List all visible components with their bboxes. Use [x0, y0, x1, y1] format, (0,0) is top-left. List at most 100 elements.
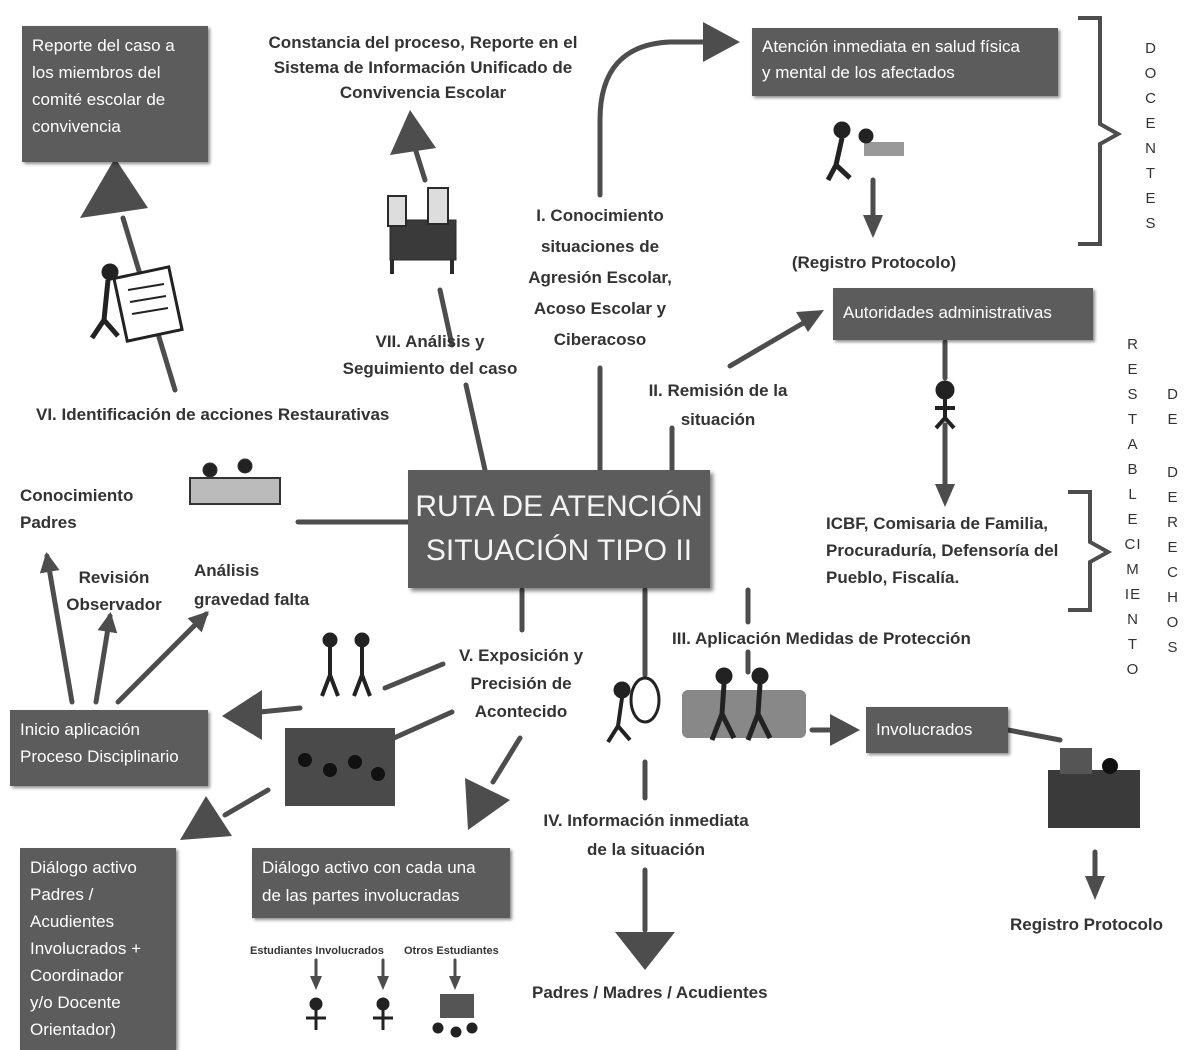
otros-estudiantes-label: Otros Estudiantes: [404, 945, 499, 957]
line-remision: [727, 319, 808, 369]
dialogo-partes-line-2: de las partes involucradas: [262, 886, 460, 905]
registro-protocolo-top-label: (Registro Protocolo): [791, 253, 957, 272]
arrow-head-constancia: [390, 110, 436, 155]
reporte-box: Reporte del caso a los miembros del comi…: [22, 26, 208, 162]
conocimiento-line-2: situaciones de: [540, 237, 660, 256]
arrow-head-autoridades: [796, 310, 824, 332]
students-icons: [306, 994, 478, 1038]
analisis-gravedad-label: Análisis gravedad falta: [194, 556, 324, 614]
dialogo-padres-line-5: Coordinador: [30, 966, 124, 985]
informacion-inmediata-label: IV. Información inmediata de la situació…: [524, 806, 768, 864]
dialogo-padres-line-2: Padres /: [30, 885, 94, 904]
docentes-vertical-label: DOCENTES: [1144, 40, 1158, 232]
dialogo-partes-line-1: Diálogo activo con cada una: [262, 858, 476, 877]
bed-scene-icon: [189, 458, 281, 505]
phone-call-icon: [606, 676, 661, 744]
conocimiento-padres-label: Conocimiento Padres: [20, 482, 150, 536]
analisis-gravedad-line-2: gravedad falta: [194, 590, 310, 609]
sofa-dancing-icon: [682, 667, 806, 741]
atencion-line-1: Atención inmediata en salud física: [762, 37, 1020, 56]
arrow-head-reporte: [80, 158, 148, 218]
line-exposicion-2: [382, 709, 455, 745]
remision-label: II. Remisión de la situación: [636, 376, 800, 434]
analisis-seguimiento-line-1: VII. Análisis y: [375, 332, 485, 351]
arrow-head-padres: [615, 932, 675, 970]
icbf-line-3: Pueblo, Fiscalía.: [826, 568, 960, 587]
arrow-to-atencion: [597, 39, 708, 198]
clipboard-figure-icon: [89, 263, 184, 343]
aplicacion-medidas-label: III. Aplicación Medidas de Protección: [672, 629, 971, 648]
arrow-head-registro-bottom: [1085, 876, 1105, 900]
constancia-line-3: Convivencia Escolar: [339, 83, 507, 102]
involucrados-label: Involucrados: [876, 720, 973, 739]
doctor-patient-icon: [825, 121, 904, 182]
line-to-inicio: [257, 705, 303, 715]
bracket-docentes: [1078, 16, 1123, 246]
dialogo-padres-line-3: Acudientes: [30, 912, 115, 931]
line-inicio-to-conocimiento: [39, 552, 75, 705]
line-exposicion-1: [382, 661, 446, 691]
informacion-inmediata-line-2: de la situación: [586, 840, 706, 859]
analisis-gravedad-line-1: Análisis: [194, 561, 260, 580]
center-title-line-1: RUTA DE ATENCIÓN: [415, 490, 703, 523]
padres-madres-label: Padres / Madres / Acudientes: [532, 983, 768, 1002]
informacion-inmediata-line-1: IV. Información inmediata: [543, 811, 749, 830]
analisis-seguimiento-line-2: Seguimiento del caso: [342, 359, 518, 378]
computer-desk-icon: [1048, 748, 1140, 828]
line-inicio-to-revision: [93, 612, 118, 705]
dialogo-partes-box: Diálogo activo con cada una de las parte…: [252, 848, 510, 918]
dialogo-padres-line-6: y/o Docente: [30, 993, 121, 1012]
icbf-label: ICBF, Comisaria de Familia, Procuraduría…: [826, 510, 1076, 591]
exposicion-label: V. Exposición y Precisión de Acontecido: [446, 642, 596, 726]
reporte-line-2: los miembros del: [32, 63, 161, 82]
icbf-line-1: ICBF, Comisaria de Familia,: [826, 514, 1049, 533]
dialogo-padres-line-7: Orientador): [30, 1020, 116, 1039]
de-vertical-label: DE: [1167, 386, 1179, 428]
line-to-dialogo-partes: [490, 735, 523, 785]
conocimiento-situaciones-label: I. Conocimiento situaciones de Agresión …: [506, 200, 694, 355]
line-inicio-to-analisis: [115, 611, 209, 705]
exposicion-line-3: Acontecido: [474, 702, 568, 721]
revision-line-1: Revisión: [78, 568, 150, 587]
two-people-talking-icon: [320, 632, 372, 697]
conocimiento-line-5: Ciberacoso: [553, 330, 647, 349]
constancia-line-2: Sistema de Información Unificado de: [273, 58, 573, 77]
line-analisis-to-desk: [437, 287, 455, 348]
inicio-line-2: Proceso Disciplinario: [20, 747, 179, 766]
identificacion-label: VI. Identificación de acciones Restaurat…: [36, 405, 390, 424]
autoridades-box: Autoridades administrativas: [833, 288, 1093, 340]
arrow-head-atencion: [703, 22, 740, 62]
restablecimiento-vertical-label: RESTABLECIMIENTO: [1124, 336, 1142, 678]
involucrados-box: Involucrados: [866, 707, 1008, 753]
arrow-head-involucrados: [830, 714, 860, 746]
group-crowd-icon: [285, 728, 395, 806]
arrow-head-dialogo-partes: [465, 778, 510, 830]
revision-label: Revisión Observador: [56, 564, 172, 618]
remision-line-2: situación: [680, 410, 756, 429]
center-title-line-2: SITUACIÓN TIPO II: [425, 534, 693, 567]
arrow-head-registro-top: [863, 215, 883, 238]
inicio-line-1: Inicio aplicación: [20, 720, 141, 739]
remision-line-1: II. Remisión de la: [648, 381, 788, 400]
dialogo-padres-line-4: Involucrados +: [30, 939, 142, 958]
autoridades-label: Autoridades administrativas: [843, 303, 1052, 322]
atencion-line-2: y mental de los afectados: [762, 63, 955, 82]
line-center-to-analisis: [463, 382, 488, 473]
inicio-box: Inicio aplicación Proceso Disciplinario: [10, 710, 208, 786]
estudiantes-involucrados-label: Estudiantes Involucrados: [250, 945, 384, 957]
exposicion-line-2: Precisión de: [470, 674, 572, 693]
arrow-head-inicio: [222, 690, 262, 740]
analisis-seguimiento-label: VII. Análisis y Seguimiento del caso: [332, 328, 528, 382]
conocimiento-line-4: Acoso Escolar y: [533, 299, 667, 318]
dialogo-padres-box: Diálogo activo Padres / Acudientes Invol…: [20, 848, 176, 1050]
bracket-icbf: [1068, 490, 1113, 612]
constancia-label: Constancia del proceso, Reporte en el Si…: [258, 30, 588, 105]
atencion-box: Atención inmediata en salud física y men…: [752, 28, 1058, 96]
arrow-head-icbf: [935, 484, 955, 507]
reporte-line-3: comité escolar de: [32, 90, 166, 109]
exposicion-line-1: V. Exposición y: [458, 646, 584, 665]
conocimiento-padres-line-1: Conocimiento: [20, 486, 134, 505]
constancia-line-1: Constancia del proceso, Reporte en el: [268, 33, 578, 52]
conocimiento-padres-line-2: Padres: [20, 513, 77, 532]
